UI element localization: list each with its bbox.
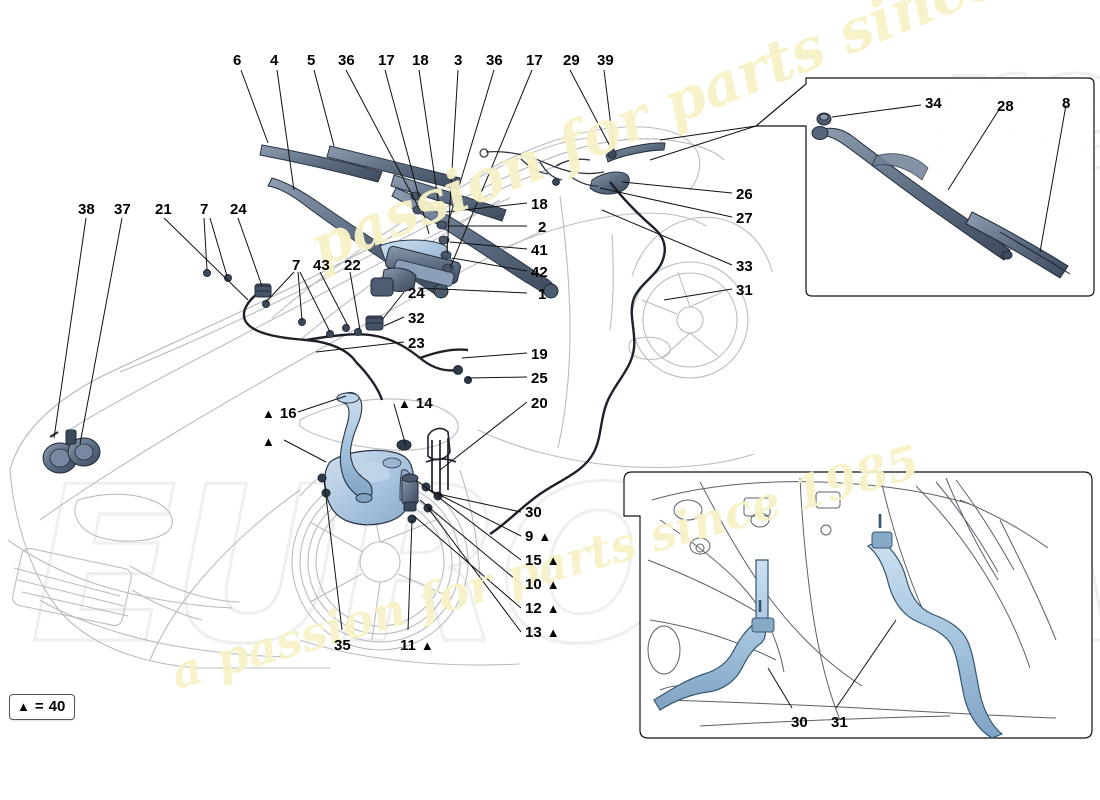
callout-3: 3 — [454, 52, 463, 69]
legend-box: ▲ = 40 — [9, 694, 76, 720]
callout-23: 23 — [408, 335, 425, 352]
callout-13: 13 — [525, 625, 560, 640]
horn-assembly — [42, 429, 101, 474]
callout-36-b: 36 — [486, 52, 503, 69]
callout-22: 22 — [344, 257, 361, 274]
callout-7-a: 7 — [200, 201, 209, 218]
callout-18-a: 18 — [412, 52, 429, 69]
inset-callout-34: 34 — [925, 95, 942, 112]
inset-callout-8: 8 — [1062, 95, 1071, 112]
inset-callout-31: 31 — [831, 714, 848, 731]
leader-lines-center — [315, 291, 405, 353]
callout-33: 33 — [736, 258, 753, 275]
callout-35: 35 — [334, 637, 351, 654]
callout-25: 25 — [531, 370, 548, 387]
callout-14: 14 — [398, 396, 433, 411]
callout-38: 38 — [78, 201, 95, 218]
callout-32: 32 — [408, 310, 425, 327]
callout-36-a: 36 — [338, 52, 355, 69]
legend-equals: = — [34, 698, 44, 715]
callout-12: 12 — [525, 601, 560, 616]
wiper-blade-5 — [326, 145, 461, 190]
callout-24-b: 24 — [408, 285, 425, 302]
wiper-linkage-motor — [370, 191, 462, 297]
washer-reservoir — [317, 391, 443, 526]
leader-lines-left — [53, 217, 361, 445]
callout-43: 43 — [313, 257, 330, 274]
wiper-pivot-right — [543, 283, 559, 299]
callout-42: 42 — [531, 264, 548, 281]
callout-18-b: 18 — [531, 196, 548, 213]
inset-washer-hose-detail — [623, 471, 1093, 739]
callout-31: 31 — [736, 282, 753, 299]
clips-and-grommets — [202, 268, 384, 338]
callout-39: 39 — [597, 52, 614, 69]
callout-10: 10 — [525, 577, 560, 592]
callout-41: 41 — [531, 242, 548, 259]
leader-lines-top — [240, 69, 615, 269]
callout-29: 29 — [563, 52, 580, 69]
inset-callout-28: 28 — [997, 98, 1014, 115]
callout-9: 9 — [525, 529, 551, 544]
callout-26: 26 — [736, 186, 753, 203]
callout-21: 21 — [155, 201, 172, 218]
callout-30: 30 — [525, 504, 542, 521]
leader-lines-midright — [417, 202, 528, 471]
callout-17-a: 17 — [378, 52, 395, 69]
legend-value: 40 — [48, 698, 66, 715]
callout-6: 6 — [233, 52, 242, 69]
callout-2: 2 — [538, 219, 547, 236]
wiper-blade-6 — [259, 144, 383, 183]
callout-7-b: 7 — [292, 257, 301, 274]
leader-lines-triangles — [283, 395, 522, 633]
callout-4: 4 — [270, 52, 279, 69]
callout-16: 16 — [262, 406, 297, 421]
leader-lines-right — [599, 181, 733, 301]
callout-24-a: 24 — [230, 201, 247, 218]
callout-20: 20 — [531, 395, 548, 412]
legend-triangle-icon: ▲ — [17, 699, 30, 714]
inset-callout-30: 30 — [791, 714, 808, 731]
callout-19: 19 — [531, 346, 548, 363]
callout-triangle-marker: ▲ — [262, 434, 275, 449]
callout-5: 5 — [307, 52, 316, 69]
callout-27: 27 — [736, 210, 753, 227]
callout-15: 15 — [525, 553, 560, 568]
inset-wiper-arm-detail — [649, 77, 1095, 297]
callout-17-b: 17 — [526, 52, 543, 69]
callout-1: 1 — [538, 286, 547, 303]
callout-11: 11 — [400, 638, 434, 653]
callout-37: 37 — [114, 201, 131, 218]
washer-tubing — [242, 181, 666, 536]
hose-brackets — [425, 365, 472, 494]
wiper-blades-group — [259, 144, 507, 222]
